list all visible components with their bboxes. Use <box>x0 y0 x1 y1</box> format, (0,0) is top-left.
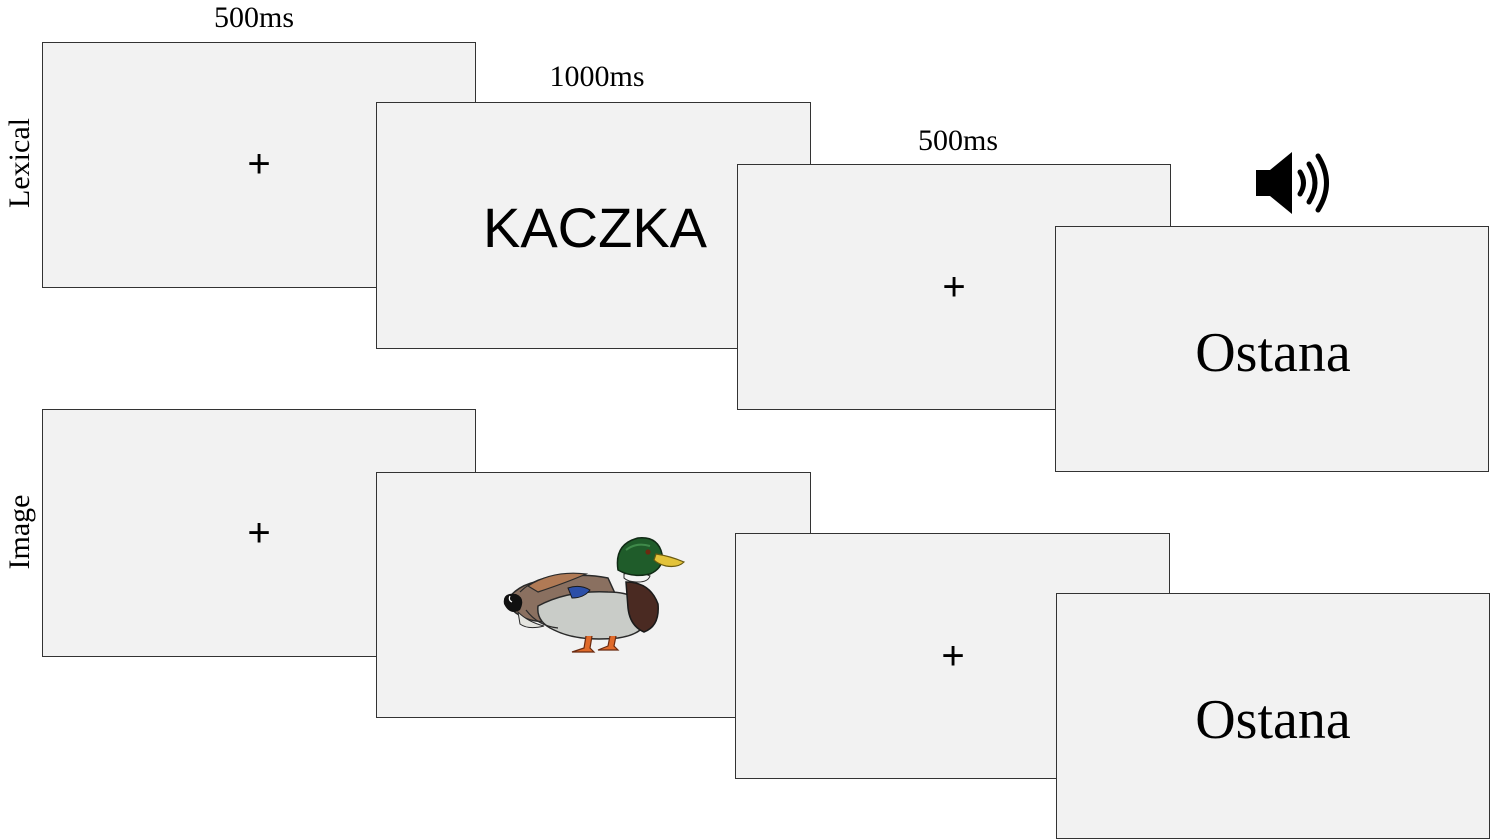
row-label-lexical: Lexical <box>3 118 36 208</box>
fixation-cross: + <box>247 511 271 555</box>
fixation-cross: + <box>941 634 965 678</box>
timing-fixation-1: 500ms <box>213 1 295 34</box>
fixation-cross: + <box>942 265 966 309</box>
lexical-word: KACZKA <box>482 196 708 259</box>
timing-fixation-2: 500ms <box>917 124 999 157</box>
fixation-cross: + <box>247 142 271 186</box>
timing-stimulus: 1000ms <box>549 60 645 93</box>
row-label-image: Image <box>3 494 36 570</box>
auditory-word: Ostana <box>1195 322 1351 384</box>
image-auditory-screen: Ostana <box>1056 593 1490 839</box>
auditory-word: Ostana <box>1195 689 1351 751</box>
duck-icon <box>503 537 686 653</box>
speaker-icon <box>1256 152 1329 214</box>
lexical-auditory-screen: Ostana <box>1055 226 1489 472</box>
